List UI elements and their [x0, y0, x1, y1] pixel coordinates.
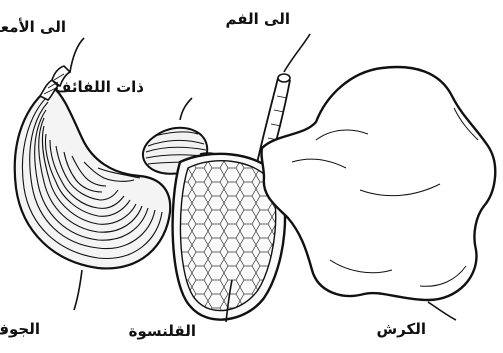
label-abomasum: الجوف [0, 320, 40, 338]
label-omasum: ذات اللفائف [54, 78, 144, 96]
label-to-mouth: الى الفم [225, 10, 290, 28]
label-to-intestines: الى الأمعاء [0, 18, 66, 36]
rumen-organ [261, 67, 495, 300]
abomasum-organ [15, 66, 170, 268]
label-reticulum: القلنسوة [129, 322, 196, 340]
label-rumen: الكرش [376, 320, 426, 338]
